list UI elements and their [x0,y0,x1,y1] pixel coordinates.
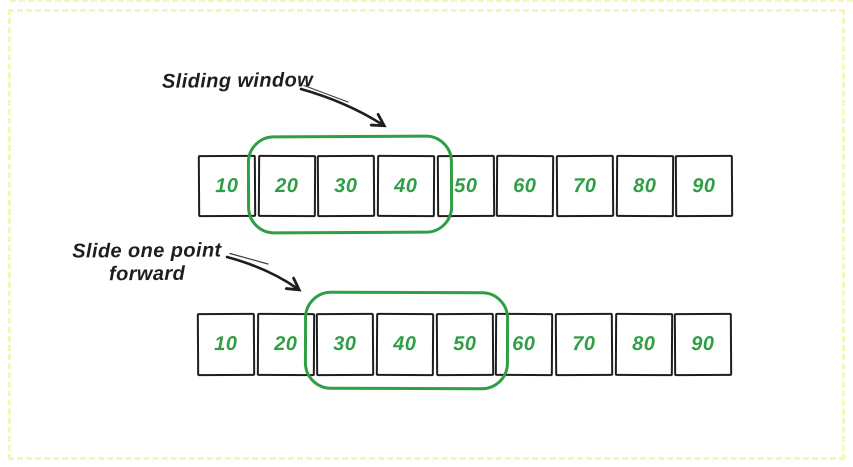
array-cell: 60 [496,154,555,218]
arrow-bottom-sketch-line [229,252,269,265]
array-cell: 80 [614,312,673,377]
array-cell: 60 [495,312,554,377]
arrow-top [299,87,383,125]
slide-forward-label: Slide one point forward [60,239,234,286]
slide-forward-label-line2: forward [108,262,186,286]
array-cell: 30 [317,154,376,218]
array-cell: 20 [256,312,315,377]
array-cell: 40 [375,312,434,377]
array-cell: 50 [436,154,495,218]
page-dashed-border [8,9,845,460]
slide-forward-label-line1: Slide one point [72,239,222,263]
array-cell: 20 [257,154,316,218]
array-cell: 80 [615,154,674,218]
array-cell: 10 [196,312,255,377]
top-edge-dashed-line [10,0,853,2]
array-cell: 50 [435,312,494,377]
array-cell: 10 [197,154,256,218]
arrow-bottom [225,255,298,289]
array-top: 10 20 30 40 50 60 70 80 90 [197,154,734,218]
array-cell: 70 [554,312,613,377]
array-cell: 90 [674,312,733,377]
array-cell: 90 [675,154,734,218]
array-bottom: 10 20 30 40 50 60 70 80 90 [196,312,733,377]
array-cell: 40 [376,154,435,218]
sliding-window-label: Sliding window [161,69,314,93]
array-cell: 30 [316,312,375,377]
array-cell: 70 [555,154,614,218]
